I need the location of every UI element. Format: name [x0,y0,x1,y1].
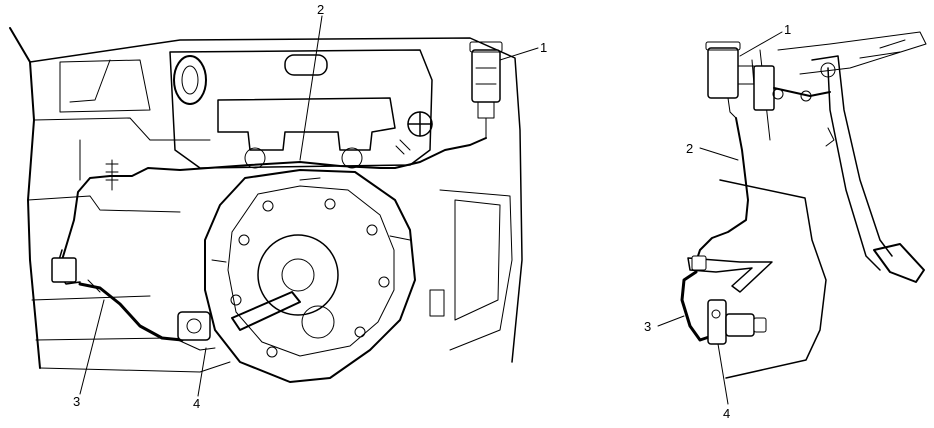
left-flex-hose-slave-cylinder [51,249,216,351]
right-callout-3: 3 [644,319,651,334]
right-callout-2: 2 [686,141,693,156]
left-callout-1: 1 [540,40,547,55]
right-clutch-pipe [695,117,749,263]
right-leader-3 [657,315,685,327]
right-flex-hose-slave-cylinder [680,270,767,345]
right-hose-bracket [687,255,773,293]
right-leader-lines [657,31,783,405]
right-callout-1: 1 [784,22,791,37]
left-master-cylinder-reservoir [469,41,503,139]
left-view-engine-compartment: 1 2 3 4 [9,2,547,411]
left-leader-4 [197,347,207,397]
right-callout-4: 4 [723,406,730,421]
right-clutch-pedal [811,55,925,283]
engine-manifold [169,49,433,169]
left-clutch-pipe [61,137,487,261]
right-master-cylinder [705,41,831,119]
left-callout-4: 4 [193,396,200,411]
left-callout-2: 2 [317,2,324,17]
left-leader-2 [299,15,323,161]
right-leader-1 [739,31,783,57]
right-leader-4 [717,343,729,405]
transmission-clutch-housing [204,169,445,383]
left-leader-lines [79,15,539,397]
right-view-pedal-assembly: 1 2 3 4 [644,22,927,421]
left-leader-3 [79,299,105,395]
left-callout-3: 3 [73,394,80,409]
left-leader-1 [499,47,539,61]
right-leader-2 [699,147,739,161]
body-firewall-outline [9,27,523,373]
